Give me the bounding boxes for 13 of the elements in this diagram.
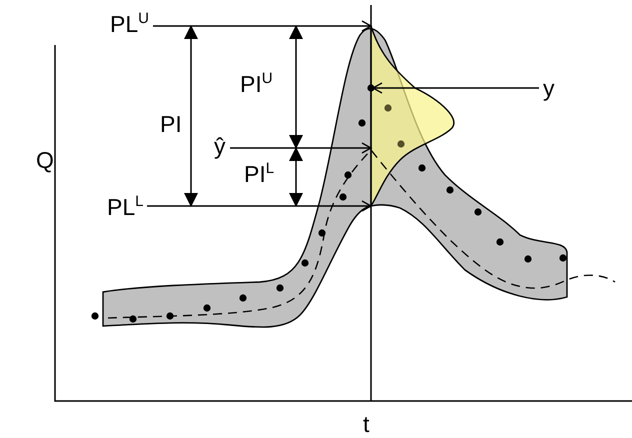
symbol-label: PL$^{L}$ xyxy=(107,195,144,223)
axis-label: t xyxy=(363,412,370,436)
axis-label: Q xyxy=(36,148,54,172)
leader-arrow xyxy=(153,20,372,32)
leader-arrow xyxy=(372,82,539,94)
leader-arrow xyxy=(147,200,372,212)
symbol-label: y xyxy=(543,76,554,100)
dimension-label: PI xyxy=(160,112,182,136)
symbol-label: ŷ xyxy=(214,134,226,158)
symbol-label: PL$^{U}$ xyxy=(110,12,149,40)
dimension-label: PI$^{L}$ xyxy=(244,162,274,189)
leader-arrow xyxy=(230,142,372,154)
dimension-label: PI$^{U}$ xyxy=(240,72,273,99)
